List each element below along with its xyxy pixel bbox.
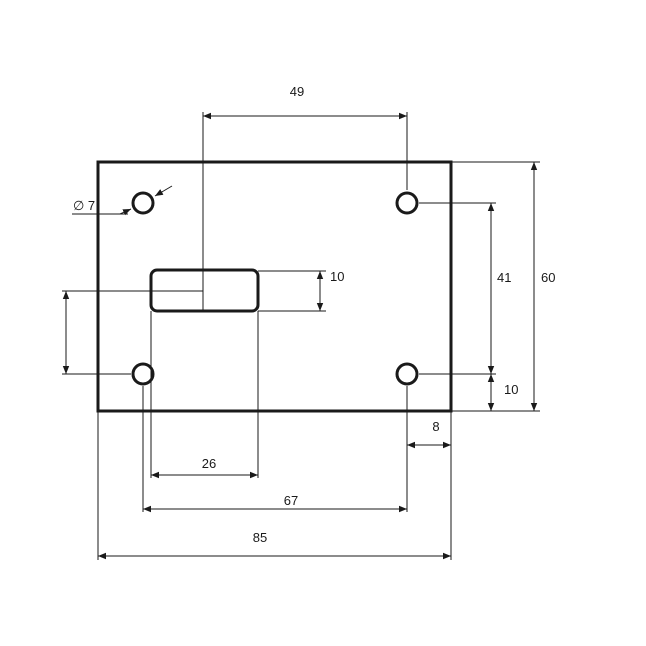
diameter-arrow-line: [154, 185, 173, 197]
dim-right-total-height: 60: [541, 270, 555, 285]
dim-hole-spacing: 67: [284, 493, 298, 508]
hole-bottom-left: [131, 362, 155, 386]
dim-slot-width: 26: [202, 456, 216, 471]
hole-bottom-right: [395, 362, 419, 386]
hole-top-left: [131, 191, 155, 215]
dim-right-offset: 8: [432, 419, 439, 434]
dim-right-inner-height: 41: [497, 270, 511, 285]
diameter-arrow-line-2: [119, 208, 132, 216]
dim-bottom-offset: 10: [504, 382, 518, 397]
dim-top-width: 49: [290, 84, 304, 99]
dim-hole-diameter: ∅ 7: [73, 198, 95, 213]
dim-slot-height: 10: [330, 269, 344, 284]
plate-outline: [96, 160, 453, 413]
dim-total-width: 85: [253, 530, 267, 545]
hole-top-right: [395, 191, 419, 215]
